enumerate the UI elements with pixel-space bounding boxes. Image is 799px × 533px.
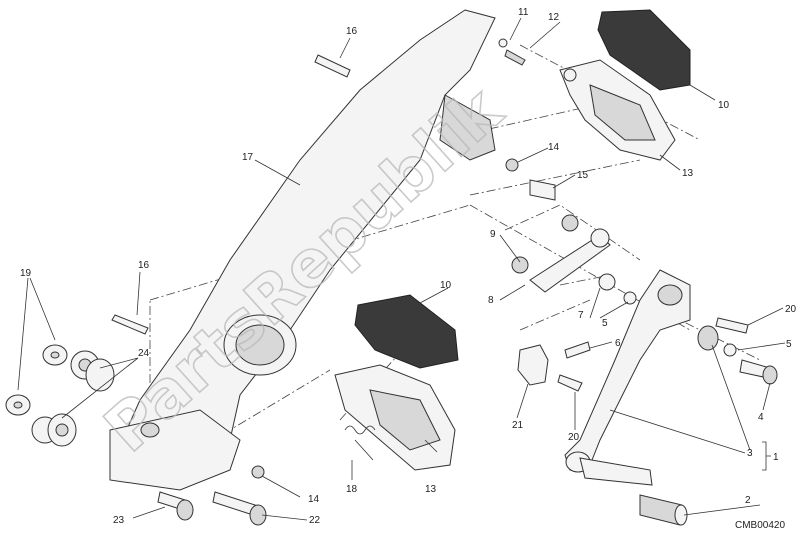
- label-part-14-lower: 14: [308, 494, 320, 505]
- shift-lever: [564, 269, 691, 486]
- label-part-14-upper: 14: [548, 142, 560, 153]
- leader-lines: [17, 17, 786, 521]
- label-part-20-lower: 20: [568, 432, 580, 443]
- label-part-10-lower: 10: [440, 280, 452, 291]
- label-part-19: 19: [20, 268, 32, 279]
- label-part-16-pin: 16: [346, 26, 358, 37]
- label-part-7: 7: [578, 310, 584, 321]
- footrest-bracket: [109, 9, 496, 491]
- rider-footpeg-upper: [559, 9, 691, 161]
- label-part-13-upper: 13: [682, 168, 694, 179]
- part-labels: 16 11 12 10 13 17 14 15 9 8 7 5 6 21 20 …: [20, 7, 797, 526]
- hardware: [5, 38, 778, 526]
- watermark-text: PartsRepublik: [91, 73, 517, 467]
- label-part-16-lower: 16: [138, 260, 150, 271]
- label-part-18: 18: [346, 484, 358, 495]
- label-part-8: 8: [488, 295, 494, 306]
- rider-footpeg-lower: [334, 294, 459, 471]
- label-part-4: 4: [758, 412, 764, 423]
- label-part-2: 2: [745, 495, 751, 506]
- label-part-10-upper: 10: [718, 100, 730, 111]
- label-part-5-right: 5: [786, 339, 792, 350]
- label-part-22: 22: [309, 515, 321, 526]
- label-part-6: 6: [615, 338, 621, 349]
- label-part-12: 12: [548, 12, 560, 23]
- label-part-15: 15: [577, 170, 589, 181]
- label-part-13-lower: 13: [425, 484, 437, 495]
- label-part-3: 3: [747, 448, 753, 459]
- label-part-1: 1: [773, 452, 779, 463]
- label-part-5-left: 5: [602, 318, 608, 329]
- label-part-23: 23: [113, 515, 125, 526]
- diagram-code: CMB00420: [735, 520, 785, 531]
- label-part-20-upper: 20: [785, 304, 797, 315]
- label-part-9: 9: [490, 229, 496, 240]
- label-part-24: 24: [138, 348, 150, 359]
- label-part-17: 17: [242, 152, 254, 163]
- label-part-21: 21: [512, 420, 524, 431]
- rubber-sleeve: [639, 494, 688, 526]
- label-part-11: 11: [518, 7, 529, 18]
